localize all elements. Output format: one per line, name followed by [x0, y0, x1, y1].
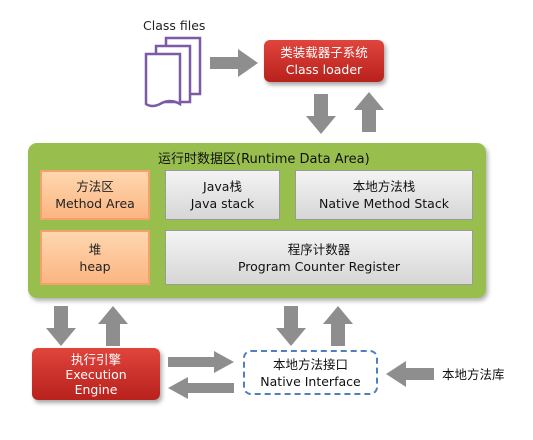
execution-engine-en2: Engine — [74, 381, 118, 397]
native-library-label: 本地方法库 — [442, 367, 505, 382]
java-stack-en: Java stack — [190, 196, 255, 211]
native-method-stack-en: Native Method Stack — [319, 196, 449, 211]
class-loader-en: Class loader — [285, 62, 363, 77]
arrow-right-icon — [210, 49, 258, 77]
method-area-cn: 方法区 — [76, 179, 114, 194]
native-method-stack-cn: 本地方法栈 — [352, 179, 416, 194]
arrow-down-icon — [276, 306, 306, 346]
class-files-icon — [144, 36, 202, 108]
arrow-up-icon — [323, 306, 353, 346]
arrow-down-icon — [306, 94, 336, 134]
execution-engine-en1: Execution — [65, 366, 127, 382]
heap-box: 堆 heap — [40, 230, 150, 285]
method-area-en: Method Area — [55, 196, 135, 211]
native-interface-en: Native Interface — [260, 373, 361, 389]
arrow-left-icon — [386, 361, 434, 387]
runtime-data-area-title: 运行时数据区(Runtime Data Area) — [158, 152, 370, 167]
heap-en: heap — [79, 258, 111, 274]
class-files-label: Class files — [143, 18, 206, 33]
java-stack-cn: Java栈 — [203, 179, 242, 194]
program-counter-en: Program Counter Register — [237, 258, 401, 274]
arrow-up-icon — [354, 92, 384, 132]
class-loader-box: 类装载器子系统 Class loader — [264, 40, 384, 82]
arrow-left-icon — [168, 377, 234, 399]
program-counter-box: 程序计数器 Program Counter Register — [165, 230, 473, 285]
arrow-up-icon — [98, 306, 128, 346]
native-interface-cn: 本地方法接口 — [272, 356, 348, 372]
native-method-stack-box: 本地方法栈 Native Method Stack — [295, 170, 473, 220]
heap-cn: 堆 — [88, 241, 102, 257]
arrow-right-icon — [168, 351, 234, 373]
program-counter-cn: 程序计数器 — [287, 241, 351, 257]
method-area-box: 方法区 Method Area — [40, 170, 150, 220]
native-interface-box: 本地方法接口 Native Interface — [243, 350, 378, 395]
class-loader-cn: 类装载器子系统 — [280, 45, 368, 60]
java-stack-box: Java栈 Java stack — [165, 170, 280, 220]
execution-engine-cn: 执行引擎 — [70, 351, 121, 367]
execution-engine-box: 执行引擎 Execution Engine — [32, 348, 160, 400]
arrow-down-icon — [46, 306, 76, 346]
